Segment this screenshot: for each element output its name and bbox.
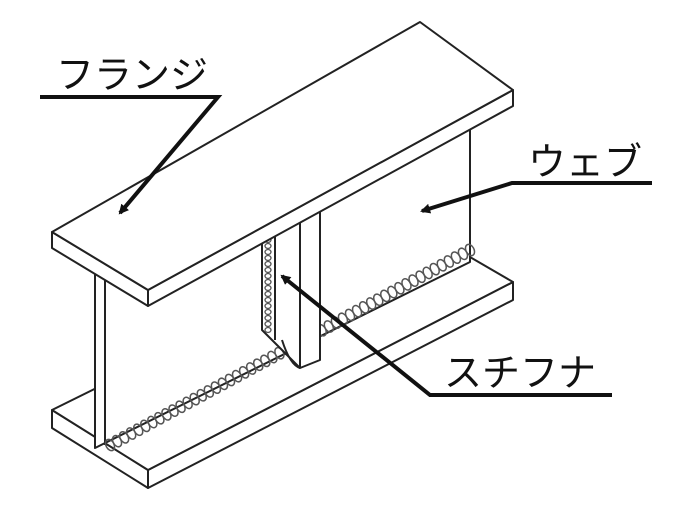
- stiffener-weld-loop: [264, 242, 272, 250]
- stiffener-weld-loop: [264, 260, 272, 268]
- stiffener-weld-loop: [264, 290, 272, 298]
- stiffener-label: スチフナ: [444, 351, 597, 395]
- top-flange: [51, 21, 514, 307]
- stiffener-weld-loop: [264, 326, 272, 334]
- stiffener-leader-arrow: [280, 274, 612, 397]
- stiffener-weld-loop: [264, 278, 272, 286]
- stiffener-weld-loop: [264, 320, 272, 328]
- stiffener-weld-loop: [264, 266, 272, 274]
- stiffener-weld-loop: [264, 248, 272, 256]
- stiffener-weld-loop: [264, 308, 272, 316]
- stiffener-weld-loop: [264, 314, 272, 322]
- stiffener-weld-loop: [264, 272, 272, 280]
- stiffener-weld-loop: [264, 296, 272, 304]
- stiffener-weld-loop: [264, 254, 272, 262]
- web-label: ウェブ: [528, 140, 643, 184]
- flange-label: フランジ: [56, 53, 209, 97]
- weld-bead-loop: [464, 243, 476, 257]
- stiffener-weld-loop: [264, 284, 272, 292]
- stiffener-weld-loop: [264, 302, 272, 310]
- flange-leader-arrow: [40, 95, 223, 215]
- web-leader-arrow: [420, 181, 652, 214]
